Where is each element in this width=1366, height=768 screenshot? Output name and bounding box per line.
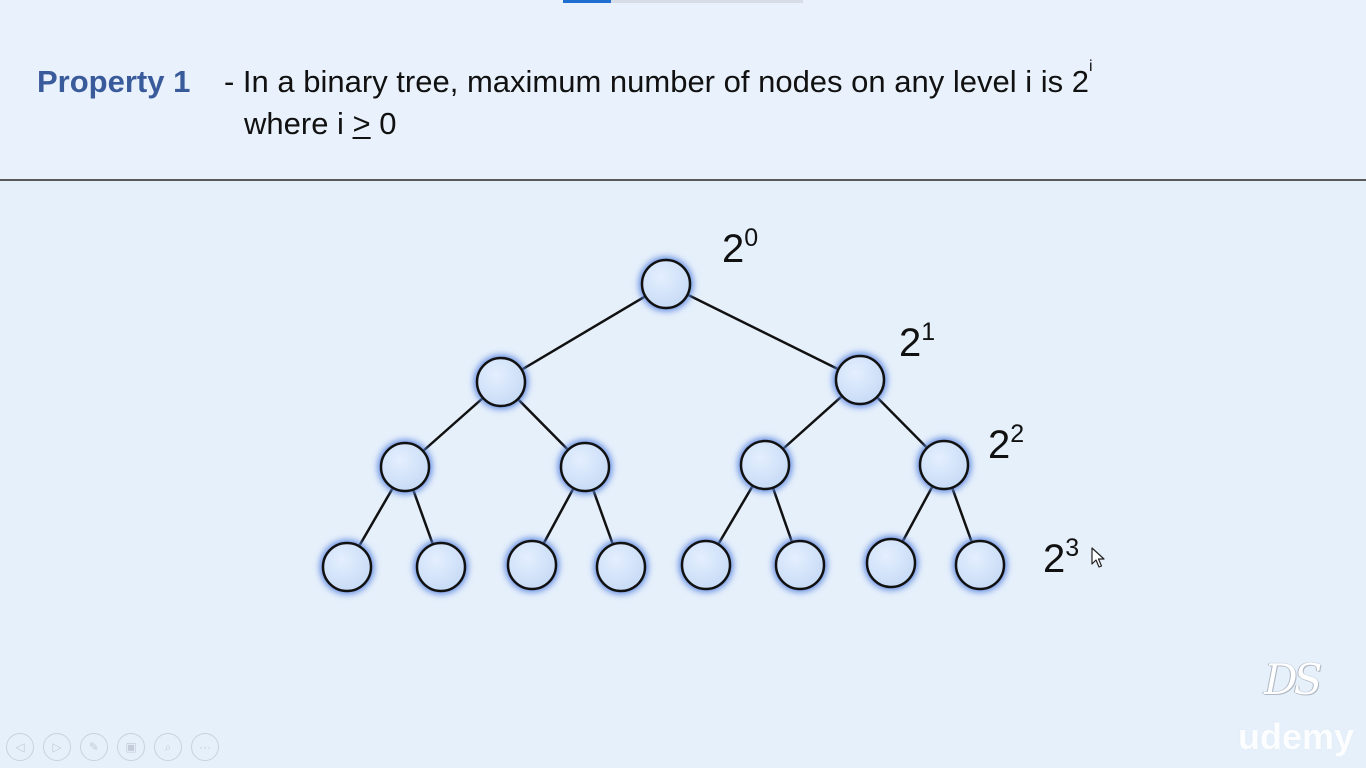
tree-node <box>320 540 374 594</box>
greater-equal-symbol: > <box>352 106 371 141</box>
slides-button[interactable]: ▣ <box>117 733 145 761</box>
level-label-3: 23 <box>1043 536 1079 581</box>
tree-node <box>833 353 887 407</box>
tree-node <box>917 438 971 492</box>
tree-node-circle <box>475 356 527 408</box>
tree-node <box>738 438 792 492</box>
level-1-exponent: 1 <box>921 318 936 346</box>
tree-node-circle <box>640 258 692 310</box>
tree-edges <box>345 282 982 568</box>
condition-prefix: where i <box>244 106 353 141</box>
tree-node-circle <box>680 539 732 591</box>
header-band <box>0 0 1366 180</box>
property-statement-text: - In a binary tree, maximum number of no… <box>224 64 1089 99</box>
tree-node-circle <box>559 441 611 493</box>
zoom-button[interactable]: ⌕ <box>154 733 182 761</box>
tree-node-circle <box>834 354 886 406</box>
tree-node <box>679 538 733 592</box>
property-statement: - In a binary tree, maximum number of no… <box>224 58 1093 100</box>
tree-node-circle <box>954 539 1006 591</box>
tree-node <box>773 538 827 592</box>
more-icon: ··· <box>199 740 211 754</box>
slide-progress-bar <box>563 0 803 3</box>
level-1-base: 2 <box>899 321 922 365</box>
property-condition: where i > 0 <box>244 106 397 142</box>
level-2-exponent: 2 <box>1010 420 1025 448</box>
level-label-2: 22 <box>988 422 1024 467</box>
tree-node-circle <box>321 541 373 593</box>
tree-node <box>414 540 468 594</box>
tree-node <box>953 538 1007 592</box>
property-statement-exponent: i <box>1088 58 1093 75</box>
tree-node-circle <box>918 439 970 491</box>
level-label-1: 21 <box>899 320 935 365</box>
tree-node-circle <box>379 441 431 493</box>
pen-icon: ✎ <box>88 740 100 754</box>
level-2-base: 2 <box>988 423 1011 467</box>
tree-node-circle <box>595 541 647 593</box>
tree-node <box>474 355 528 409</box>
mouse-cursor-icon <box>1091 547 1105 568</box>
next-icon: ▷ <box>52 740 62 754</box>
slideshow-controls: ◁ ▷ ✎ ▣ ⌕ ··· <box>6 733 219 761</box>
tree-node <box>558 440 612 494</box>
tree-node-circle <box>865 537 917 589</box>
tree-node <box>864 536 918 590</box>
pen-button[interactable]: ✎ <box>80 733 108 761</box>
tree-node-circle <box>739 439 791 491</box>
level-0-exponent: 0 <box>744 224 759 252</box>
udemy-logo: udemy <box>1238 716 1355 757</box>
tree-node-circle <box>506 539 558 591</box>
tree-node-circle <box>774 539 826 591</box>
previous-icon: ◁ <box>15 740 25 754</box>
more-button[interactable]: ··· <box>191 733 219 761</box>
slide-progress-fill <box>563 0 611 3</box>
tree-node <box>505 538 559 592</box>
level-0-base: 2 <box>722 227 745 271</box>
ds-logo: DS <box>1264 655 1322 704</box>
level-label-0: 20 <box>722 226 758 271</box>
tree-node-circle <box>415 541 467 593</box>
tree-node <box>378 440 432 494</box>
tree-nodes <box>320 257 1007 594</box>
slides-icon: ▣ <box>125 740 137 754</box>
level-3-exponent: 3 <box>1065 534 1080 562</box>
header-divider <box>0 179 1366 181</box>
property-label: Property 1 <box>37 64 191 99</box>
condition-suffix: 0 <box>370 106 397 141</box>
zoom-icon: ⌕ <box>164 740 172 754</box>
tree-edge <box>500 282 667 384</box>
level-3-base: 2 <box>1043 537 1066 581</box>
tree-edge <box>665 282 861 382</box>
previous-button[interactable]: ◁ <box>6 733 34 761</box>
tree-node <box>594 540 648 594</box>
tree-node <box>639 257 693 311</box>
next-button[interactable]: ▷ <box>43 733 71 761</box>
